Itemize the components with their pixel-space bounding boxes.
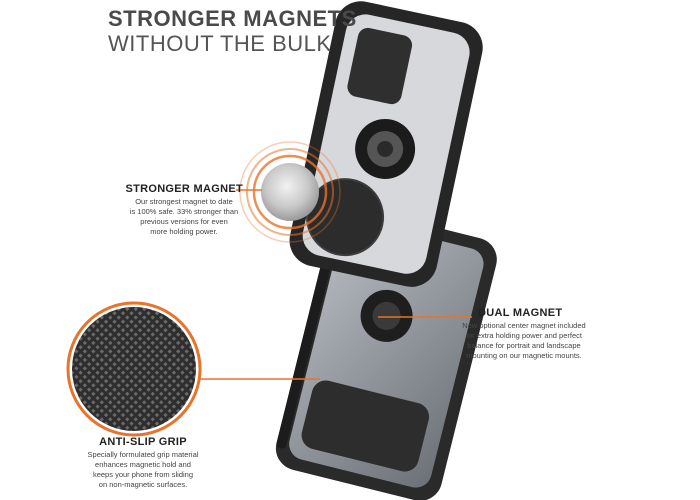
callout-title: DUAL MAGNET	[478, 307, 563, 319]
callout-title: ANTI-SLIP GRIP	[99, 436, 187, 448]
desc-line: keeps your phone from sliding	[92, 470, 194, 479]
callout-dual-magnet: DUAL MAGNET New optional center magnet i…	[444, 307, 604, 361]
callout-desc: Our strongest magnet to date is 100% saf…	[125, 197, 243, 237]
desc-line: more holding power.	[150, 227, 218, 236]
desc-line: on non-magnetic surfaces.	[98, 480, 188, 489]
callout-stronger-magnet: STRONGER MAGNET Our strongest magnet to …	[118, 183, 243, 237]
desc-line: mounting on our magnetic mounts.	[466, 351, 582, 360]
desc-line: Specially formulated grip material	[87, 450, 199, 459]
desc-line: previous versions for even	[140, 217, 228, 226]
callout-desc: New optional center magnet included for …	[444, 321, 604, 361]
lower-case	[275, 207, 497, 500]
upper-case	[289, 1, 483, 287]
grip-zoom	[66, 301, 202, 437]
desc-line: New optional center magnet included	[462, 321, 586, 330]
desc-line: balance for portrait and landscape	[467, 341, 581, 350]
desc-line: is 100% safe. 33% stronger than	[129, 207, 239, 216]
magnet-highlight	[239, 141, 341, 243]
callout-title: STRONGER MAGNET	[125, 183, 243, 195]
headline: STRONGER MAGNETS WITHOUT THE BULK	[108, 8, 357, 55]
desc-line: for extra holding power and perfect	[466, 331, 582, 340]
callout-desc: Specially formulated grip material enhan…	[78, 450, 208, 490]
desc-line: Our strongest magnet to date	[135, 197, 233, 206]
callout-anti-slip: ANTI-SLIP GRIP Specially formulated grip…	[78, 436, 208, 490]
headline-line2: WITHOUT THE BULK	[108, 31, 332, 56]
desc-line: enhances magnetic hold and	[95, 460, 191, 469]
headline-line1: STRONGER MAGNETS	[108, 6, 357, 31]
